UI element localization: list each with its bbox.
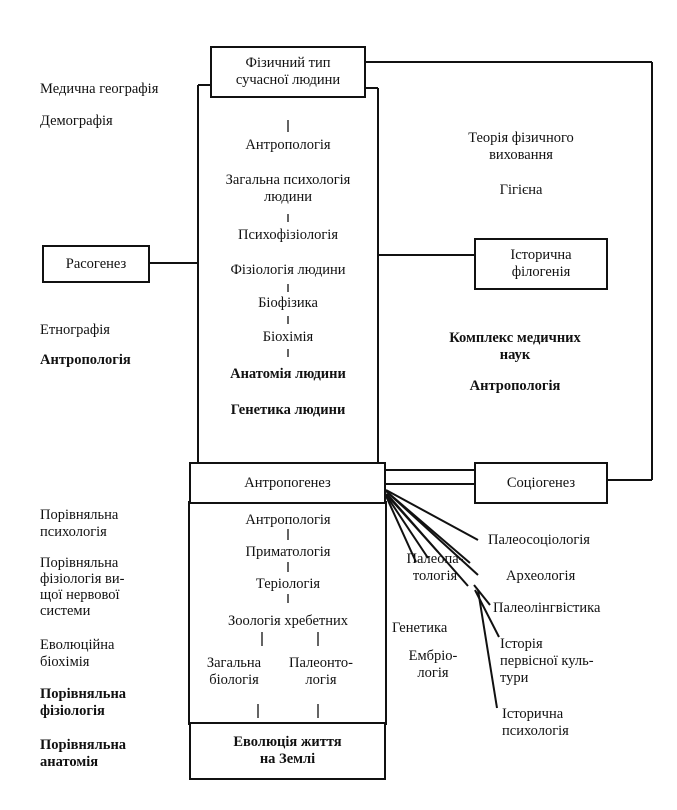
label-right-anthropology: Антропологія (469, 378, 561, 394)
label-vertebrate-zoology: Зоологія хребетних (228, 613, 348, 629)
label-biophysics: Біофізика (258, 295, 318, 311)
label-ethnography: Етнографія (40, 322, 110, 338)
label-genetics: Генетика (392, 620, 448, 636)
label-medical-geography: Медична географія (40, 81, 159, 97)
fan-line-paleopathology-b (385, 494, 429, 559)
label-human-anatomy: Анатомія людини (230, 366, 346, 382)
label-psychophysiology: Психофізіологія (238, 227, 338, 243)
label-archaeology: Археологія (506, 568, 576, 584)
fan-line-paleopathology-c (385, 495, 417, 563)
label-biochemistry: Біохімія (262, 329, 314, 345)
fan-line-paleosociology (385, 489, 479, 541)
label-human-physiology: Фізіологія людини (230, 262, 346, 278)
box-sociogenesis: Соціогенез (474, 462, 608, 504)
label-paleontology: Палеонто-логія (289, 655, 353, 688)
label-left-anthropology: Антропологія (40, 352, 131, 368)
label-paleopathology: Палеопа-тологія (406, 551, 464, 584)
label-theriology: Теріологія (255, 576, 321, 592)
label-primatology: Приматологія (245, 544, 331, 560)
box-rasogenesis: Расогенез (42, 245, 150, 283)
fan-line-archaeology-b (386, 491, 479, 576)
fan-line-paleolinguistics-end (473, 584, 491, 606)
label-hygiene: Гігієна (499, 182, 543, 198)
label-paleosociology: Палеосоціологія (488, 532, 590, 548)
fan-line-paleopathology-a (385, 493, 439, 553)
label-center-anthropology: Антропологія (245, 137, 331, 153)
fan-line-historical-psychology (477, 589, 498, 709)
label-paleolinguistics: Палеолінгвістика (493, 600, 601, 616)
box-anthropogenesis: Антропогенез (189, 462, 386, 504)
label-lower-anthropology: Антропологія (245, 512, 331, 528)
label-human-genetics: Генетика людини (230, 402, 346, 418)
label-demography: Демографія (40, 113, 113, 129)
label-embryology: Ембріо-логія (408, 648, 458, 681)
